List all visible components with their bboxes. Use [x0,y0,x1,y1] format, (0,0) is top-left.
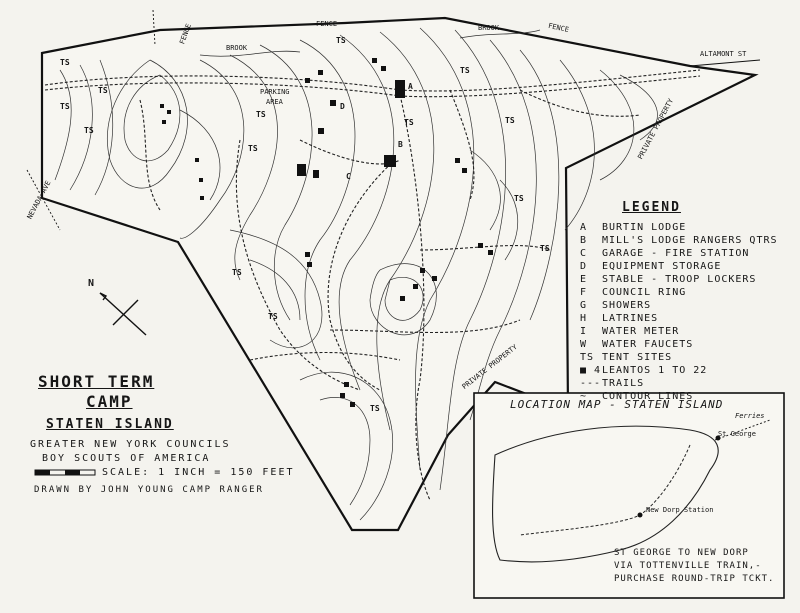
map-title-line2: CAMP [86,392,133,411]
legend-title: LEGEND [622,200,681,215]
tent-site-label: TS [336,36,346,45]
org-line2: BOY SCOUTS OF AMERICA [42,453,211,464]
building-b-label: B [398,140,403,149]
brook-right [459,29,541,39]
roads [26,9,761,231]
inset-st-george [715,435,721,441]
legend-item: G SHOWERS [580,300,651,311]
tent-site-label: TS [370,404,380,413]
legend-key: W [580,339,588,350]
area-label: AREA [266,98,283,106]
tent-site-label: TS [460,66,470,75]
legend-item: I WATER METER [580,326,679,337]
inset-island-outline [492,425,719,563]
legend-key: F [580,287,588,298]
legend-item: W WATER FAUCETS [580,339,693,350]
legend-key: I [580,326,588,337]
tent-site-label: TS [404,118,414,127]
drawn-by-label: DRAWN BY JOHN YOUNG CAMP RANGER [34,485,264,495]
brook-label-left: BROOK [226,44,248,52]
inset-note-line2: VIA TOTTENVILLE TRAIN,- [614,561,762,571]
parking-label: PARKING [260,88,290,96]
tent-site-label: TS [505,116,515,125]
legend-text: COUNCIL RING [602,287,687,298]
legend-key: D [580,261,588,272]
legend-text: BURTIN LODGE [602,222,687,233]
legend-key: --- [580,378,602,389]
inset-ferry [714,419,771,441]
tent-site-label: TS [268,312,278,321]
legend-key: ~ [580,391,588,402]
inset-note-line1: ST GEORGE TO NEW DORP [614,548,749,558]
legend-key: G [580,300,588,311]
legend-item: ~ CONTOUR LINES [580,391,693,402]
tent-site-label: TS [232,268,242,277]
altamont-street-label: ALTAMONT ST [700,50,747,58]
tent-site-label: TS [60,58,70,67]
legend-item: H LATRINES [580,313,658,324]
scale-label: SCALE: 1 INCH = 150 FEET [102,467,295,478]
building-c-label: C [346,172,351,181]
tent-site-label: TS [540,244,550,253]
legend-text: WATER METER [602,326,680,337]
tent-site-label: TS [98,86,108,95]
map-title-line1: SHORT TERM [38,372,155,391]
buildings [160,58,493,407]
tent-site-label: TS [248,144,258,153]
legend-item: A BURTIN LODGE [580,222,686,233]
map-title-line3: STATEN ISLAND [46,417,174,432]
legend-key: A [580,222,588,233]
legend-text: LATRINES [602,313,659,324]
north-label: N [88,278,95,289]
inset-st-george-label: St George [718,430,756,438]
legend-key: C [580,248,588,259]
legend-item: E STABLE - TROOP LOCKERS [580,274,756,285]
brook-label-right: BROOK [478,24,500,32]
tent-site-label: TS [84,126,94,135]
legend-item: F COUNCIL RING [580,287,686,298]
legend-item: ---TRAILS [580,378,644,389]
legend-text: GARAGE - FIRE STATION [602,248,750,259]
building-d-label: D [340,102,345,111]
tent-site-label: TS [60,102,70,111]
legend-text: TENT SITES [602,352,673,363]
legend-text: TRAILS [602,378,645,389]
org-line1: GREATER NEW YORK COUNCILS [30,439,231,450]
inset-new-dorp-label: New Dorp Station [646,506,714,514]
brook-left [199,50,301,57]
tent-site-label: TS [256,110,266,119]
legend-item: ■ 4LEANTOS 1 TO 22 [580,365,707,376]
inset-new-dorp [637,512,643,518]
legend-text: CONTOUR LINES [602,391,694,402]
legend-key: B [580,235,588,246]
tent-site-label: TS [514,194,524,203]
legend-item: C GARAGE - FIRE STATION [580,248,749,259]
legend-item: D EQUIPMENT STORAGE [580,261,721,272]
inset-title: LOCATION MAP - STATEN ISLAND [510,398,724,411]
inset-map-frame [473,392,785,599]
legend-item: TS TENT SITES [580,352,672,363]
legend-text: SHOWERS [602,300,652,311]
north-arrow [99,292,147,336]
legend-key: ■ 4 [580,365,602,376]
legend-text: EQUIPMENT STORAGE [602,261,722,272]
building-a-label: A [408,82,413,91]
legend-text: WATER FAUCETS [602,339,694,350]
legend-key: E [580,274,588,285]
legend-text: LEANTOS 1 TO 22 [602,365,708,376]
legend-item: B MILL'S LODGE RANGERS QTRS [580,235,778,246]
scale-bar [34,469,96,476]
legend-text: STABLE - TROOP LOCKERS [602,274,757,285]
legend-text: MILL'S LODGE RANGERS QTRS [602,235,778,246]
inset-note-line3: PURCHASE ROUND-TRIP TCKT. [614,574,775,584]
legend-key: H [580,313,588,324]
legend-key: TS [580,352,595,363]
inset-ferries-label: Ferries [735,412,765,420]
fence-label-mid: FENCE [316,20,338,28]
